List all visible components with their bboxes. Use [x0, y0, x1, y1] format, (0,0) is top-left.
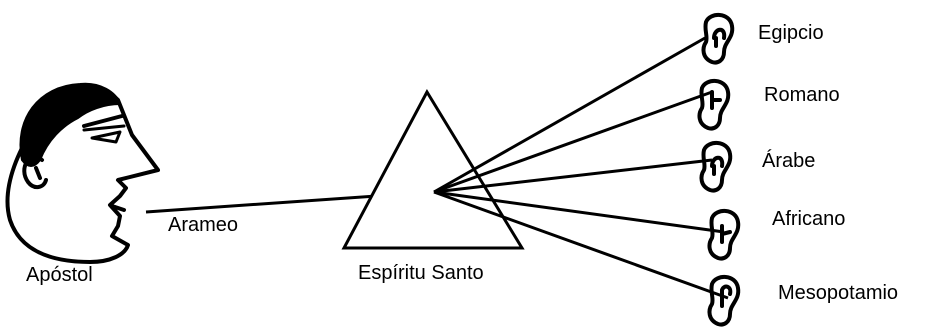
apostle-brow	[84, 116, 122, 126]
listener-label-egipcio: Egipcio	[758, 22, 824, 45]
ear-icon	[710, 211, 739, 259]
listener-label-africano: Africano	[772, 208, 845, 231]
apostle-eye	[84, 126, 124, 142]
listener-label-mesopotamio: Mesopotamio	[778, 282, 898, 305]
apostle-figure	[7, 84, 158, 262]
prism-label: Espíritu Santo	[358, 262, 484, 285]
spoken-language-label: Arameo	[168, 214, 238, 237]
ear-icon	[704, 15, 733, 63]
listener-label-arabe: Árabe	[762, 150, 815, 173]
ear-icon	[702, 143, 731, 191]
listener-label-romano: Romano	[764, 84, 840, 107]
beam-egipcio	[434, 38, 705, 192]
apostle-hair	[20, 84, 120, 166]
refracted-beams	[434, 38, 728, 298]
ear-icon	[710, 277, 739, 325]
ear-icon	[700, 81, 729, 129]
speaker-label: Apóstol	[26, 264, 93, 287]
